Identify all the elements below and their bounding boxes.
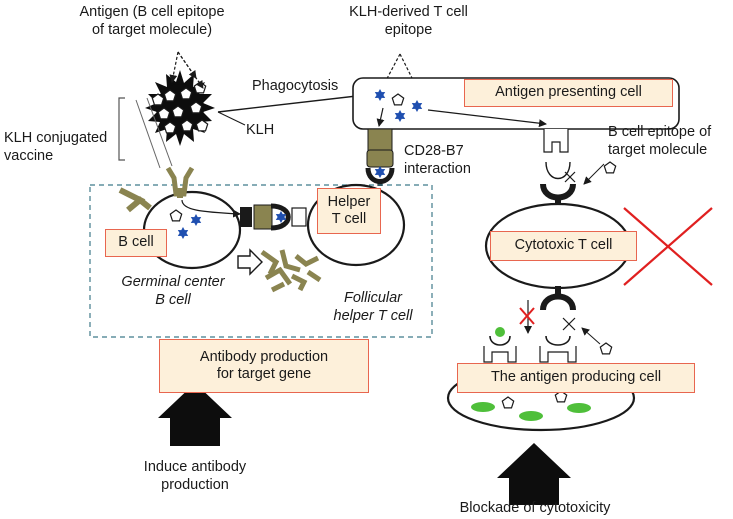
antigen-producing-cell-box: The antigen producing cell	[457, 363, 695, 393]
cd28-b7-label: CD28-B7 interaction	[404, 143, 471, 177]
induce-antibody-label: Induce antibody production	[143, 459, 247, 493]
cytotoxic-t-cell-box: Cytotoxic T cell	[490, 231, 637, 261]
induce-antibody-arrow	[158, 383, 232, 446]
b-cell-epitope-target-label: B cell epitope of target molecule	[608, 124, 712, 158]
follicular-helper-t-cell-label: Follicular helper T cell	[333, 290, 413, 324]
klh-t-cell-epitope-label: KLH-derived T cell epitope	[349, 4, 468, 38]
phagocytosis-arrow	[217, 90, 375, 113]
apc-mhc-i-receptor	[540, 129, 617, 206]
blockade-arrow	[497, 443, 571, 505]
mhc-tcr-complex	[365, 128, 395, 186]
klh-conjugated-vaccine-label: KLH conjugated vaccine	[4, 130, 108, 164]
b-cell-box: B cell	[105, 229, 167, 257]
germinal-center-b-cell-label: Germinal center B cell	[121, 274, 225, 308]
antigen-label: Antigen (B cell epitope of target molecu…	[79, 4, 225, 38]
germinal-center-region	[89, 184, 433, 338]
apc-box: Antigen presenting cell	[464, 79, 673, 107]
small-red-x	[519, 307, 535, 325]
antigen-dashed-arrows	[169, 51, 204, 89]
klh-pointer	[217, 111, 246, 126]
antibody-secretion-arrow	[237, 248, 263, 276]
blockade-label: Blockade of cytotoxicity	[459, 500, 611, 516]
antibody-production-box: Antibody production for target gene	[159, 339, 369, 393]
vaccine-bracket	[118, 97, 125, 161]
phagocytosis-label: Phagocytosis	[252, 78, 339, 94]
antigen-producing-cell-receptors	[483, 317, 613, 363]
klh-conjugate-particle	[145, 70, 215, 146]
helper-t-cell-box: Helper T cell	[317, 188, 381, 234]
klh-label: KLH	[246, 122, 275, 138]
cytotoxic-red-cross	[623, 207, 713, 286]
b-t-synapse	[240, 203, 307, 231]
antibodies-cluster	[260, 249, 322, 293]
b-cell-receptors	[118, 166, 195, 213]
cytotoxic-tcr	[540, 286, 576, 311]
